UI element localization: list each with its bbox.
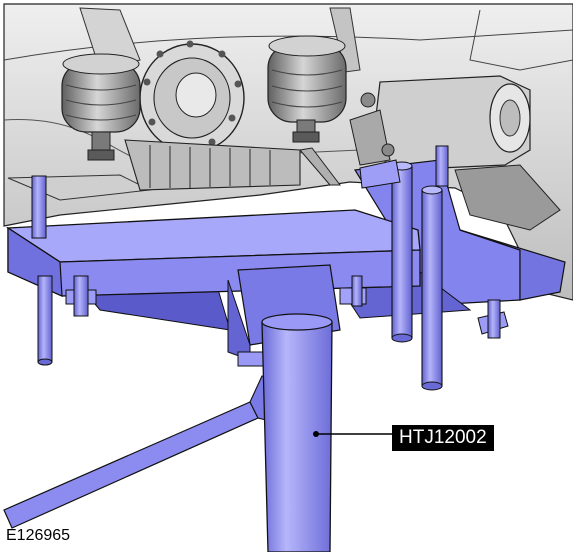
right-mount-illustration [267,35,347,143]
transmission-jack-tool [3,145,566,552]
figure-id-label: E126965 [6,527,71,544]
tool-callout-label: HTJ12002 [392,425,494,451]
left-mount-illustration [61,53,141,161]
callout-leader [313,431,392,437]
differential-illustration [124,40,301,191]
